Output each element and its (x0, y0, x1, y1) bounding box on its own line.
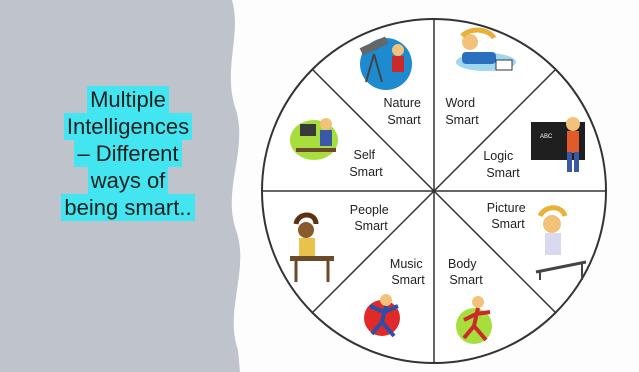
people-smart-label: People Smart (350, 203, 392, 233)
chalkboard-child-icon: ABC (531, 117, 585, 172)
title-line: being smart.. (61, 194, 195, 221)
title-line: ways of (87, 167, 169, 194)
left-panel: Multiple Intelligences – Different ways … (0, 0, 260, 372)
picture-smart-label: Picture Smart (487, 201, 529, 231)
intelligence-wheel: ABC (261, 18, 607, 364)
slide-title: Multiple Intelligences – Different ways … (28, 86, 228, 221)
logic-smart-label: Logic Smart (483, 149, 520, 180)
child-computer-icon (290, 118, 338, 160)
child-at-desk-icon (290, 212, 334, 282)
nature-smart-label: Nature Smart (383, 96, 424, 127)
word-smart-label: Word Smart (445, 96, 479, 127)
child-drawing-icon (535, 205, 587, 280)
telescope-child-icon (359, 36, 412, 90)
body-smart-label: Body Smart (448, 257, 483, 287)
title-line: Intelligences (63, 113, 193, 140)
self-smart-label: Self Smart (349, 148, 383, 179)
child-running-icon (456, 296, 492, 344)
title-line: Multiple (87, 86, 169, 113)
wheel-dividers (262, 19, 606, 363)
child-dancing-icon (364, 294, 400, 338)
child-reading-icon (456, 27, 516, 71)
music-smart-label: Music Smart (390, 257, 426, 287)
svg-text:ABC: ABC (540, 134, 553, 140)
segment-labels: Word Smart Logic Smart Picture Smart Bod… (349, 96, 529, 287)
title-line: – Different (74, 140, 182, 167)
